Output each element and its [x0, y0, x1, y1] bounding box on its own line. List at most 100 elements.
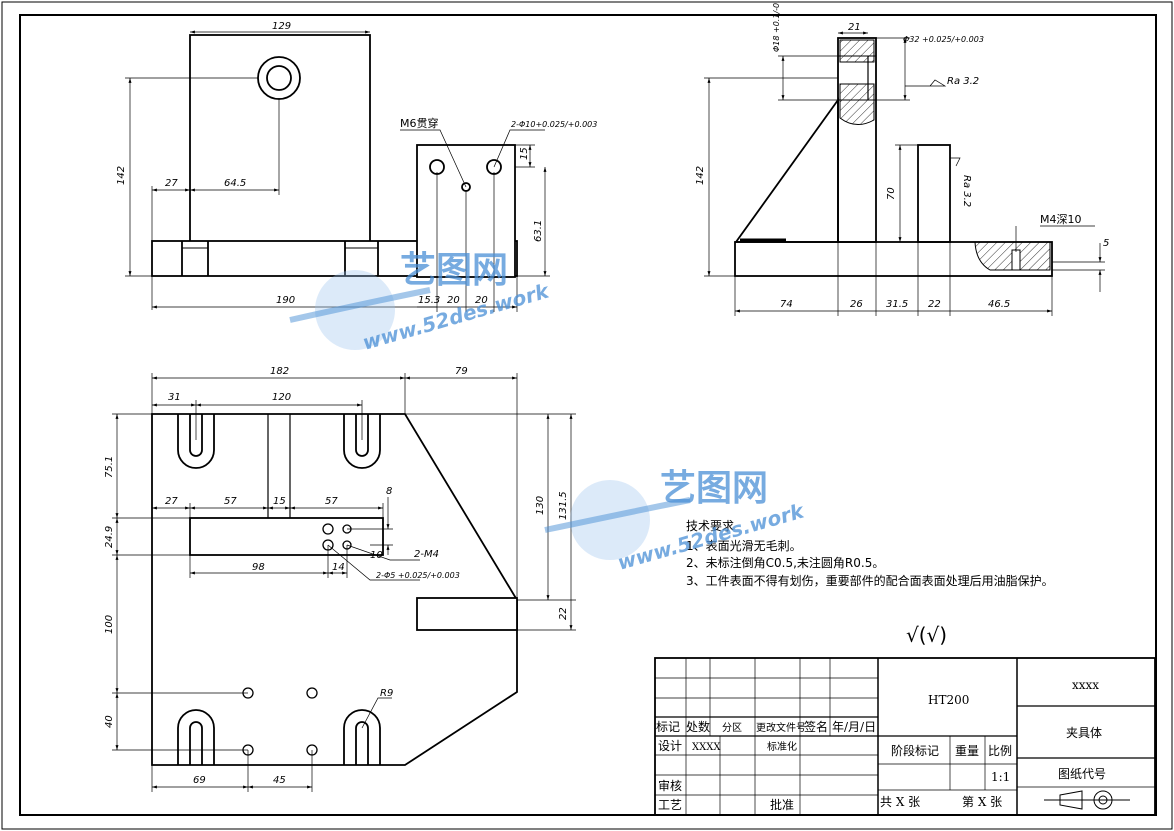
plan-dim-69: 69 [193, 775, 206, 786]
side-upright [837, 37, 877, 243]
plan-dim-57b: 57 [325, 496, 338, 507]
plan-dim-8: 8 [386, 486, 392, 497]
plan-dim-14: 14 [332, 562, 345, 573]
plan-dim-24-9: 24.9 [104, 526, 115, 548]
side-ra-top: Ra 3.2 [947, 76, 979, 87]
plan-m4-label: 2-M4 [414, 549, 439, 560]
plan-view [151, 413, 518, 766]
plan-slot-bottom-right [343, 709, 381, 765]
tb-scale-label: 比例 [988, 744, 1012, 758]
front-dim-15-3: 15.3 [418, 295, 440, 306]
watermark-brand-2: 艺图网 [660, 468, 768, 509]
side-dim-31-5: 31.5 [886, 299, 908, 310]
side-dim-21: 21 [848, 22, 861, 33]
plan-slot-top-left [177, 414, 215, 469]
tb-company: xxxx [1072, 678, 1099, 692]
plan-slot-bottom-left [177, 709, 215, 765]
side-view-dimension-lines [704, 31, 1105, 316]
front-dim-142: 142 [116, 166, 127, 185]
plan-r9-label: R9 [380, 688, 393, 699]
projection-symbol-icon [1044, 790, 1130, 810]
tb-date: 年/月/日 [832, 720, 876, 734]
side-bore-section [839, 39, 875, 63]
side-dim-46-5: 46.5 [988, 299, 1010, 310]
plan-dim-31: 31 [168, 392, 181, 403]
tech-notes-title: 技术要求 [686, 519, 734, 533]
tb-count: 处数 [686, 719, 710, 734]
plan-view-dimension-lines [112, 373, 576, 792]
side-dim-74: 74 [780, 299, 793, 310]
front-hole-label: 2-Φ10+0.025/+0.003 [511, 120, 597, 129]
watermark-brand-1: 艺图网 [400, 250, 508, 291]
tb-designer: XXXX [692, 742, 721, 753]
plan-dim-22: 22 [558, 607, 569, 620]
tech-note-2: 2、未标注倒角C0.5,未注圆角R0.5。 [686, 555, 884, 570]
tb-standardize: 标准化 [767, 740, 797, 753]
plan-dim-57a: 57 [224, 496, 237, 507]
side-rib [734, 97, 839, 243]
plan-dim-130: 130 [535, 496, 546, 515]
front-view-dimension-lines [125, 30, 550, 312]
plan-slot-top-right [343, 414, 381, 469]
technical-requirements: 技术要求 1、表面光滑无毛刺。 2、未标注倒角C0.5,未注圆角R0.5。 3、… [686, 519, 1054, 647]
plan-dim-40: 40 [104, 715, 115, 728]
title-block-grid [654, 657, 1156, 816]
front-m6-label: M6贯穿 [400, 116, 439, 130]
front-dim-20a: 20 [447, 295, 460, 306]
tb-scale-value: 1:1 [991, 770, 1010, 784]
front-view [151, 34, 518, 278]
tb-part-name: 夹具体 [1066, 726, 1102, 740]
tech-note-1: 1、表面光滑无毛刺。 [686, 539, 802, 553]
front-bore-inner [266, 65, 292, 91]
side-dia-32: Φ32 +0.025/+0.003 [903, 35, 984, 44]
side-dim-70: 70 [886, 187, 897, 200]
plan-dim-100: 100 [104, 615, 115, 634]
tb-sheet-no: 第 X 张 [962, 795, 1002, 809]
front-dim-190: 190 [276, 295, 295, 306]
title-block-text: HT200 xxxx 夹具体 图纸代号 阶段标记 重量 比例 1:1 共 X 张… [656, 678, 1106, 812]
side-ra-side: Ra 3.2 [961, 175, 972, 207]
plan-dia-5-label: 2-Φ5 +0.025/+0.003 [376, 571, 460, 580]
side-base [734, 241, 1053, 277]
front-dim-27: 27 [165, 178, 178, 189]
tb-material: HT200 [928, 693, 969, 707]
plan-dim-10: 10 [370, 550, 383, 561]
tb-review: 审核 [658, 778, 682, 793]
front-dim-63-1: 63.1 [533, 220, 544, 242]
tb-change-doc: 更改文件号 [756, 721, 806, 734]
tb-zone: 分区 [722, 722, 742, 734]
roughness-symbol: √(√) [906, 623, 947, 647]
tb-weight-label: 重量 [955, 744, 979, 758]
plan-outline [151, 413, 518, 766]
tech-note-3: 3、工件表面不得有划伤，重要部件的配合面表面处理后用油脂保护。 [686, 573, 1054, 588]
plan-dim-45: 45 [273, 775, 286, 786]
tb-drawing-no-label: 图纸代号 [1058, 767, 1106, 781]
side-view-dimension-text: 21 Φ18 +0.1/-0.1 Φ32 +0.025/+0.003 Ra 3.… [695, 0, 1109, 310]
plan-dim-79: 79 [455, 366, 468, 377]
tb-stage-label: 阶段标记 [891, 743, 939, 758]
side-dim-26: 26 [850, 299, 863, 310]
tb-mark: 标记 [656, 720, 680, 734]
plan-dim-15: 15 [273, 496, 286, 507]
plan-dim-182: 182 [270, 366, 289, 377]
side-dim-5: 5 [1103, 238, 1109, 249]
plan-view-dimension-text: 182 79 31 120 75.1 24.9 100 40 27 57 15 … [104, 366, 569, 786]
side-dia-18: Φ18 +0.1/-0.1 [772, 0, 781, 52]
tb-signature: 签名 [804, 719, 828, 734]
inner-border [19, 14, 1157, 816]
plan-dim-27: 27 [165, 496, 178, 507]
tb-design: 设计 [658, 739, 682, 753]
tb-approve: 批准 [770, 797, 794, 812]
plan-dim-98: 98 [252, 562, 265, 573]
front-upright-plate [189, 34, 371, 276]
front-dim-64-5: 64.5 [224, 178, 246, 189]
front-bore-outer [257, 56, 301, 100]
plan-dim-131-5: 131.5 [558, 491, 569, 520]
plan-dim-120: 120 [272, 392, 291, 403]
side-dim-142: 142 [695, 166, 706, 185]
side-m4-hole [1011, 249, 1021, 271]
side-view [734, 37, 1053, 277]
front-dim-129: 129 [272, 21, 291, 32]
front-view-dimension-text: 129 142 27 64.5 190 15.3 20 20 15 63.1 M… [116, 21, 597, 306]
